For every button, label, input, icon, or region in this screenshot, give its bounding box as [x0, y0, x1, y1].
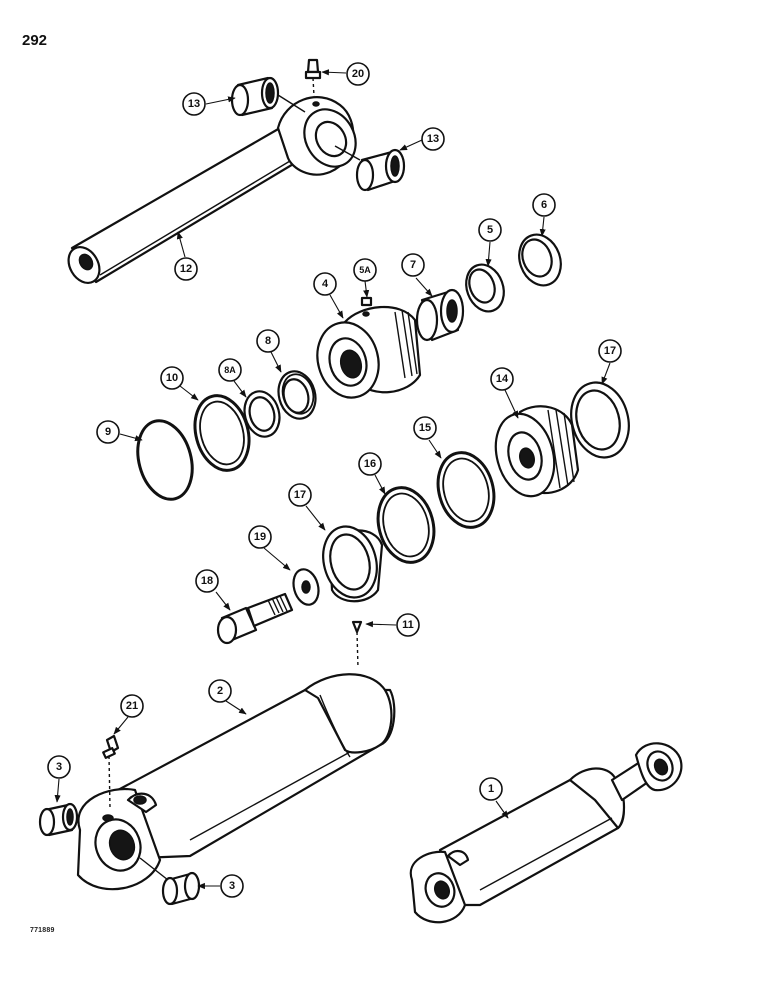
wear-ring-17-upper [570, 381, 630, 459]
callout-17-lower: 17 [288, 483, 312, 507]
svg-text:21: 21 [126, 700, 138, 712]
svg-text:4: 4 [322, 278, 329, 290]
callout-3-right: 3 [220, 874, 244, 898]
o-ring-9 [136, 419, 194, 501]
bushing-3-right [139, 857, 201, 906]
piston-14 [494, 405, 580, 498]
callout-18: 18 [195, 569, 219, 593]
bushing-3-left [38, 802, 79, 837]
rod-seal-5 [465, 263, 505, 313]
callout-20: 20 [346, 62, 370, 86]
backup-ring-10 [193, 394, 251, 472]
svg-text:7: 7 [410, 259, 416, 271]
leader-lines [54, 69, 611, 890]
grease-fitting-20 [304, 58, 322, 97]
svg-text:3: 3 [56, 761, 62, 773]
grease-fitting-21 [102, 734, 120, 809]
bolt-18 [216, 592, 294, 645]
callout-16: 16 [358, 452, 382, 476]
svg-text:12: 12 [180, 263, 192, 275]
callout-13-lower: 13 [421, 127, 445, 151]
callout-15: 15 [413, 416, 437, 440]
callout-12: 12 [174, 257, 198, 281]
bleed-screw-11 [351, 620, 363, 669]
svg-text:11: 11 [402, 619, 414, 631]
callout-13-upper: 13 [182, 92, 206, 116]
svg-text:15: 15 [419, 422, 431, 434]
callout-19: 19 [248, 525, 272, 549]
svg-text:17: 17 [294, 489, 306, 501]
wear-ring-17-lower [322, 525, 384, 603]
seal-8 [277, 370, 317, 420]
ring-16 [376, 486, 436, 564]
svg-text:18: 18 [201, 575, 213, 587]
svg-text:19: 19 [254, 531, 266, 543]
callout-14: 14 [490, 367, 514, 391]
svg-text:14: 14 [496, 373, 509, 385]
svg-text:6: 6 [541, 199, 547, 211]
callout-9: 9 [96, 420, 120, 444]
svg-text:5: 5 [487, 224, 493, 236]
seal-15 [436, 451, 496, 529]
callout-8: 8 [256, 329, 280, 353]
svg-text:2: 2 [217, 685, 223, 697]
washer-19 [292, 568, 320, 606]
cylinder-barrel [76, 673, 396, 891]
piston-rod [67, 96, 357, 284]
svg-text:8: 8 [265, 335, 271, 347]
callout-1: 1 [479, 777, 503, 801]
figure-reference-code: 771889 [30, 927, 55, 934]
wiper-seal-6 [518, 233, 562, 287]
callout-7: 7 [401, 253, 425, 277]
svg-text:5A: 5A [359, 265, 371, 275]
gland-4 [316, 306, 422, 399]
svg-text:1: 1 [488, 783, 494, 795]
bushing-13-lower-right [334, 145, 406, 192]
svg-text:20: 20 [352, 68, 364, 80]
svg-text:8A: 8A [224, 365, 236, 375]
callout-4: 4 [313, 272, 337, 296]
callout-5: 5 [478, 218, 502, 242]
bearing-7 [415, 288, 465, 342]
callout-5a: 5A [353, 258, 377, 282]
callout-11: 11 [396, 613, 420, 637]
page-number: 292 [22, 32, 48, 49]
callout-10: 10 [160, 366, 184, 390]
svg-text:10: 10 [166, 372, 178, 384]
callout-6: 6 [532, 193, 556, 217]
callout-17-upper: 17 [598, 339, 622, 363]
callout-3-left: 3 [47, 755, 71, 779]
svg-text:3: 3 [229, 880, 235, 892]
svg-text:13: 13 [427, 133, 439, 145]
bushing-13-upper-left [230, 76, 306, 117]
svg-text:9: 9 [105, 426, 111, 438]
callout-21: 21 [120, 694, 144, 718]
callout-8a: 8A [218, 358, 242, 382]
callout-2: 2 [208, 679, 232, 703]
plug-5a [360, 296, 373, 307]
svg-text:13: 13 [188, 98, 200, 110]
svg-text:17: 17 [604, 345, 616, 357]
svg-text:16: 16 [364, 458, 376, 470]
cylinder-assembly [409, 742, 683, 924]
